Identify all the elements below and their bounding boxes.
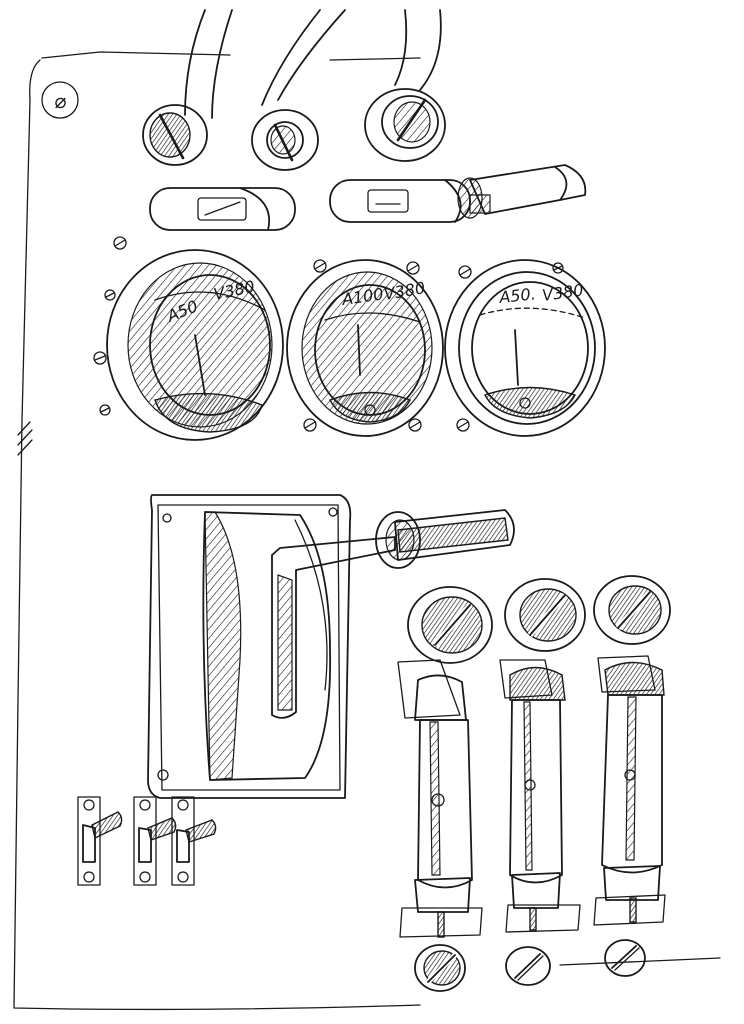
corner-mark: ⌀	[41, 81, 79, 119]
toggle-switch-2[interactable]	[133, 796, 177, 886]
meter-1: A50 V380	[106, 249, 284, 441]
bottom-screw-3	[604, 939, 646, 977]
meter-2: A100 V380	[286, 259, 444, 437]
cable-bundle	[184, 9, 442, 119]
fuse-rail-1	[397, 659, 483, 938]
rotary-switch-3[interactable]	[364, 88, 446, 162]
rotary-switch-6[interactable]	[593, 575, 671, 645]
fuse-rail-2	[499, 659, 581, 933]
rotary-switch-1[interactable]	[142, 104, 208, 166]
rotary-switch-5[interactable]	[504, 578, 586, 652]
knife-switch-cabinet	[147, 494, 352, 799]
toggle-switch-3[interactable]	[171, 796, 217, 886]
corner-mark-label: ⌀	[54, 89, 66, 113]
meter-3-left-label: A50.	[497, 284, 536, 307]
meter-3: A50. V380	[444, 259, 606, 437]
rotary-switch-2[interactable]	[251, 109, 319, 171]
fuse-rail-3	[593, 655, 666, 926]
fuse-holder-2	[329, 179, 471, 223]
bottom-screw-1	[414, 944, 466, 992]
rotary-switch-4[interactable]	[407, 586, 493, 664]
knife-switch-lever[interactable]	[271, 509, 515, 719]
fuse-cartridge	[457, 164, 587, 219]
panel-border	[13, 51, 721, 1011]
bottom-screw-2	[505, 946, 551, 986]
edge-hatch	[17, 421, 33, 456]
fuse-holder-1	[149, 187, 296, 231]
toggle-switch-1[interactable]	[77, 796, 123, 886]
panel-screws	[93, 236, 564, 432]
